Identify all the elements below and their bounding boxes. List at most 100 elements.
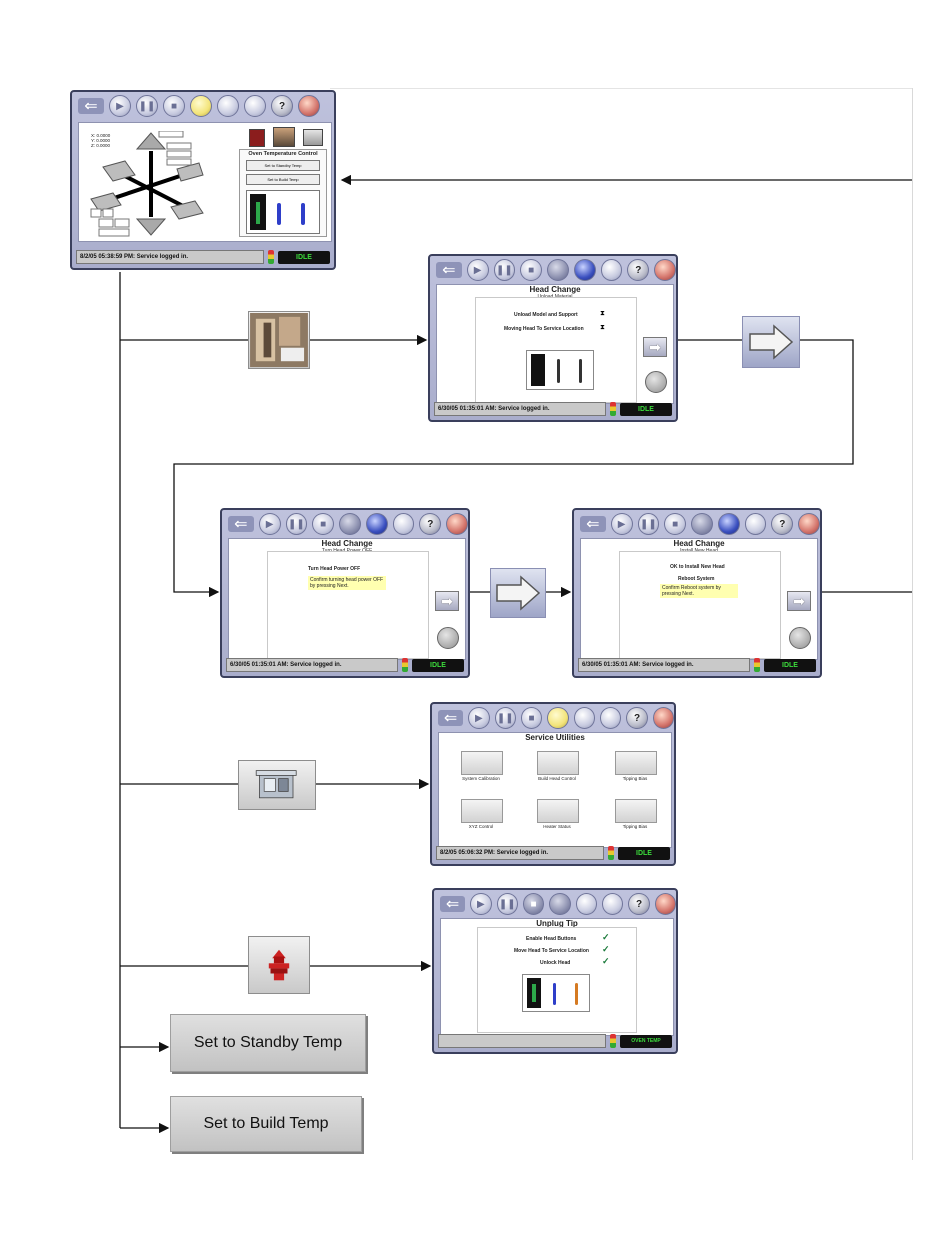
computer-icon[interactable] bbox=[298, 95, 320, 117]
help-icon[interactable]: ? bbox=[627, 259, 650, 281]
tools-icon[interactable] bbox=[392, 513, 415, 535]
tip-icon[interactable] bbox=[249, 129, 265, 147]
service-utilities-tile[interactable] bbox=[238, 760, 316, 810]
machine-state: IDLE bbox=[278, 250, 330, 264]
back-icon[interactable]: ⇐ bbox=[228, 516, 254, 533]
step-enable-buttons: Enable Head Buttons bbox=[526, 936, 577, 942]
light-bulb-icon[interactable] bbox=[549, 893, 571, 915]
back-icon[interactable]: ⇐ bbox=[436, 262, 462, 279]
head-change-tile[interactable] bbox=[248, 311, 310, 369]
help-icon[interactable]: ? bbox=[626, 707, 648, 729]
computer-icon[interactable] bbox=[654, 259, 676, 281]
panel-2: Head Change Turn Head Power OFF Turn Hea… bbox=[228, 538, 466, 660]
back-icon[interactable]: ⇐ bbox=[78, 98, 104, 115]
heater-status-item[interactable]: Heater Status bbox=[537, 799, 579, 829]
build-mini-button[interactable]: Set to Build Temp bbox=[246, 174, 320, 185]
cancel-button[interactable] bbox=[789, 627, 811, 649]
tipping-bias-item[interactable]: Tipping Bias bbox=[615, 751, 657, 781]
light-bulb-icon[interactable] bbox=[547, 259, 569, 281]
tools-icon[interactable] bbox=[601, 893, 624, 915]
pause-icon[interactable]: ❚❚ bbox=[285, 513, 308, 535]
play-icon[interactable]: ▶ bbox=[470, 893, 492, 915]
door-icon[interactable] bbox=[573, 259, 596, 281]
set-build-temp-button[interactable]: Set to Build Temp bbox=[170, 1096, 362, 1152]
step-box: OK to Install New Head Reboot System Con… bbox=[619, 551, 781, 659]
status-message: 8/2/05 05:06:32 PM: Service logged in. bbox=[436, 846, 604, 860]
help-icon[interactable]: ? bbox=[271, 95, 293, 117]
light-bulb-icon[interactable] bbox=[547, 707, 569, 729]
next-button[interactable]: ➡ bbox=[787, 591, 811, 611]
light-bulb-icon[interactable] bbox=[691, 513, 713, 535]
calibration-icon bbox=[461, 751, 503, 775]
panel-title: Unplug Tip bbox=[536, 919, 578, 928]
xyz-control-item[interactable]: XYZ Control bbox=[461, 799, 503, 829]
tipping-bias-item-2[interactable]: Tipping Bias bbox=[615, 799, 657, 829]
head-change-photo-icon bbox=[250, 313, 308, 367]
model-gauge bbox=[277, 203, 281, 225]
next-button[interactable]: ➡ bbox=[643, 337, 667, 357]
pause-icon[interactable]: ❚❚ bbox=[493, 259, 516, 281]
standby-mini-button[interactable]: Set to Standby Temp bbox=[246, 160, 320, 171]
play-icon[interactable]: ▶ bbox=[258, 513, 281, 535]
cancel-button[interactable] bbox=[645, 371, 667, 393]
door-icon[interactable] bbox=[575, 893, 597, 915]
computer-icon[interactable] bbox=[798, 513, 820, 535]
back-icon[interactable]: ⇐ bbox=[440, 896, 466, 913]
build-head-control-item[interactable]: Build Head Control bbox=[537, 751, 579, 781]
door-icon[interactable] bbox=[217, 95, 239, 117]
door-icon[interactable] bbox=[573, 707, 595, 729]
play-icon[interactable]: ▶ bbox=[466, 259, 489, 281]
status-message: 8/2/05 05:38:59 PM: Service logged in. bbox=[76, 250, 264, 264]
service-utilities-icon[interactable] bbox=[303, 129, 323, 146]
main-status-bar: 8/2/05 05:38:59 PM: Service logged in. I… bbox=[76, 250, 330, 264]
tools-icon[interactable] bbox=[599, 707, 622, 729]
page-border-right bbox=[912, 88, 913, 1160]
computer-icon[interactable] bbox=[654, 893, 676, 915]
next-button[interactable]: ➡ bbox=[435, 591, 459, 611]
status-bar-su: 8/2/05 05:06:32 PM: Service logged in. I… bbox=[436, 846, 670, 860]
help-icon[interactable]: ? bbox=[419, 513, 442, 535]
stop-icon[interactable]: ■ bbox=[163, 95, 185, 117]
stop-icon[interactable]: ■ bbox=[520, 707, 543, 729]
tools-icon[interactable] bbox=[744, 513, 767, 535]
head-change-icon[interactable] bbox=[273, 127, 295, 147]
step-move-head: Move Head To Service Location bbox=[514, 948, 589, 954]
heater-icon bbox=[537, 799, 579, 823]
stop-icon[interactable]: ■ bbox=[664, 513, 687, 535]
set-standby-temp-button[interactable]: Set to Standby Temp bbox=[170, 1014, 366, 1072]
pause-icon[interactable]: ❚❚ bbox=[494, 707, 516, 729]
panel-title: Service Utilities bbox=[525, 733, 585, 742]
system-calibration-item[interactable]: System Calibration bbox=[461, 751, 503, 781]
light-bulb-icon[interactable] bbox=[190, 95, 212, 117]
back-icon[interactable]: ⇐ bbox=[438, 710, 464, 727]
stop-icon[interactable]: ■ bbox=[312, 513, 335, 535]
unplug-tip-tile[interactable] bbox=[248, 936, 310, 994]
cancel-button[interactable] bbox=[437, 627, 459, 649]
help-icon[interactable]: ? bbox=[628, 893, 650, 915]
computer-icon[interactable] bbox=[446, 513, 468, 535]
tools-icon[interactable] bbox=[244, 95, 266, 117]
step-reboot: Reboot System bbox=[678, 576, 715, 582]
stop-icon[interactable]: ■ bbox=[520, 259, 543, 281]
pause-icon[interactable]: ❚❚ bbox=[136, 95, 158, 117]
back-icon[interactable]: ⇐ bbox=[580, 516, 606, 533]
play-icon[interactable]: ▶ bbox=[468, 707, 490, 729]
light-bulb-icon[interactable] bbox=[339, 513, 361, 535]
toolbar-ut: ⇐ ▶ ❚❚ ■ ? bbox=[434, 890, 676, 918]
stop-icon[interactable]: ■ bbox=[522, 893, 545, 915]
checkmark-icon: ✓ bbox=[602, 956, 610, 966]
door-icon[interactable] bbox=[365, 513, 388, 535]
tools-icon[interactable] bbox=[600, 259, 623, 281]
play-icon[interactable]: ▶ bbox=[109, 95, 131, 117]
xyz-jog-control[interactable] bbox=[85, 131, 205, 237]
util-label: Tipping Bias bbox=[622, 824, 648, 829]
pause-icon[interactable]: ❚❚ bbox=[496, 893, 518, 915]
pause-icon[interactable]: ❚❚ bbox=[637, 513, 660, 535]
door-icon[interactable] bbox=[717, 513, 740, 535]
tip-plug-icon bbox=[268, 949, 290, 981]
help-icon[interactable]: ? bbox=[771, 513, 794, 535]
right-arrow-icon bbox=[749, 324, 794, 360]
computer-icon[interactable] bbox=[652, 707, 674, 729]
status-message: 6/30/05 01:35:01 AM: Service logged in. bbox=[578, 658, 750, 672]
play-icon[interactable]: ▶ bbox=[610, 513, 633, 535]
